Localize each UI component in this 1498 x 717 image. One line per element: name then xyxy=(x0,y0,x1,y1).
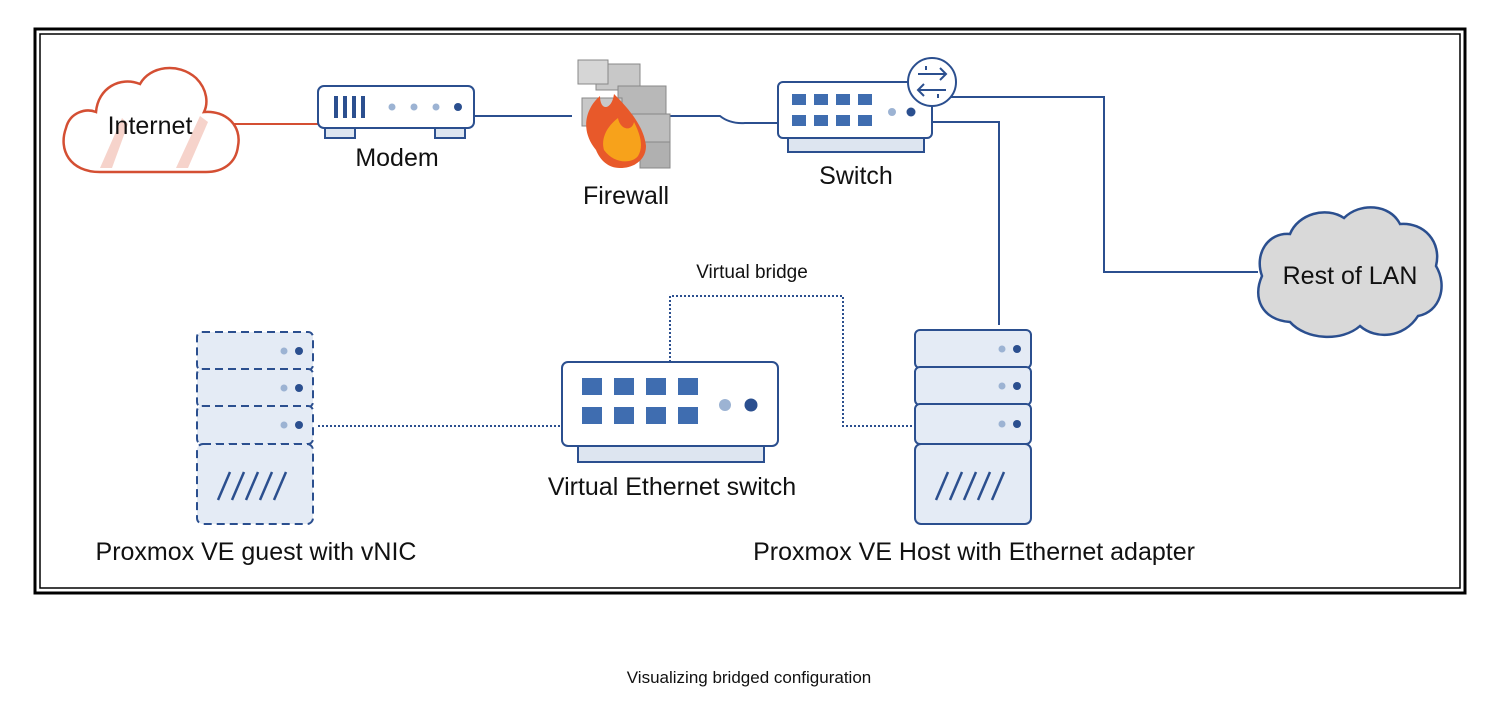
host-label: Proxmox VE Host with Ethernet adapter xyxy=(753,538,1195,566)
switch-port-icon xyxy=(814,115,828,126)
network-diagram: Internet Modem Firewall xyxy=(33,27,1467,595)
host-led-icon xyxy=(1013,420,1021,428)
host-led-icon xyxy=(998,345,1006,353)
switch-port-icon xyxy=(792,115,806,126)
edge-switch-lan xyxy=(932,96,1258,273)
virtual-switch-port-icon xyxy=(646,407,666,424)
virtual-bridge-label: Virtual bridge xyxy=(696,262,808,283)
guest-server xyxy=(196,331,314,525)
virtual-switch-ports xyxy=(582,378,698,424)
firewall-flame-icon xyxy=(603,118,641,162)
connections xyxy=(226,96,1258,427)
guest-led-icon xyxy=(295,347,303,355)
modem-led-icon xyxy=(410,103,418,111)
switch-port-icon xyxy=(814,94,828,105)
guest-led-icon xyxy=(295,384,303,392)
switch-led-icon xyxy=(906,107,916,117)
modem-led-icon xyxy=(388,103,396,111)
virtual-switch-device: Virtual Ethernet switch xyxy=(548,361,796,501)
modem-bar-icon xyxy=(352,96,356,118)
host-server xyxy=(914,329,1032,525)
modem-device: Modem xyxy=(317,85,475,172)
guest-led-icon xyxy=(280,347,288,355)
virtual-switch-port-icon xyxy=(582,407,602,424)
switch-led-icon xyxy=(888,108,896,116)
guest-server-chassis xyxy=(196,443,314,525)
virtual-switch-label: Virtual Ethernet switch xyxy=(548,473,796,501)
host-led-icon xyxy=(998,420,1006,428)
switch-port-icon xyxy=(858,115,872,126)
host-led-icon xyxy=(1013,382,1021,390)
switch-port-icon xyxy=(858,94,872,105)
virtual-switch-led-icon xyxy=(719,399,731,411)
guest-led-icon xyxy=(280,384,288,392)
rest-of-lan-label: Rest of LAN xyxy=(1283,262,1418,290)
modem-bar-icon xyxy=(361,96,365,118)
virtual-switch-port-icon xyxy=(646,378,666,395)
virtual-switch-port-icon xyxy=(614,407,634,424)
switch-port-icon xyxy=(792,94,806,105)
modem-bar-icon xyxy=(334,96,338,118)
internet-label: Internet xyxy=(108,112,193,140)
guest-led-icon xyxy=(295,421,303,429)
host-led-icon xyxy=(998,382,1006,390)
switch-ports xyxy=(792,94,872,126)
firewall-label: Firewall xyxy=(583,182,669,210)
modem-led-icon xyxy=(454,103,462,111)
figure-caption: Visualizing bridged configuration xyxy=(626,668,872,687)
host-vent-icon xyxy=(934,471,1006,501)
switch-port-icon xyxy=(836,115,850,126)
frame-outer xyxy=(33,27,1467,595)
virtual-switch-port-icon xyxy=(582,378,602,395)
firewall-device: Firewall xyxy=(577,59,671,210)
edge-switch-host xyxy=(932,121,1000,325)
virtual-switch-led-icon xyxy=(744,398,758,412)
virtual-switch-port-icon xyxy=(678,378,698,395)
modem-bar-icon xyxy=(343,96,347,118)
internet-cloud: Internet xyxy=(62,66,240,174)
host-server-details: Proxmox VE Host with Ethernet adapter xyxy=(753,345,1195,566)
guest-vent-icon xyxy=(216,471,288,501)
guest-server-details: Proxmox VE guest with vNIC xyxy=(96,347,417,566)
firewall-brick xyxy=(577,59,609,85)
switch-port-icon xyxy=(836,94,850,105)
host-led-icon xyxy=(1013,345,1021,353)
rest-of-lan-cloud: Rest of LAN xyxy=(1257,206,1443,338)
host-server-chassis xyxy=(914,443,1032,525)
rest-of-lan-cloud-shape xyxy=(1257,206,1443,338)
switch-label: Switch xyxy=(819,162,893,190)
switch-arrows-icon-glyph xyxy=(916,66,948,98)
internet-cloud-shine xyxy=(100,118,128,168)
edge-vswitch-host xyxy=(669,295,914,427)
internet-cloud-shine xyxy=(176,116,208,168)
modem-body xyxy=(317,85,475,129)
virtual-switch-port-icon xyxy=(678,407,698,424)
guest-led-icon xyxy=(280,421,288,429)
switch-arrows-icon xyxy=(907,57,957,107)
edge-firewall-switch xyxy=(670,115,778,125)
frame-inner xyxy=(39,33,1461,589)
guest-label: Proxmox VE guest with vNIC xyxy=(96,538,417,566)
switch-device: Switch xyxy=(777,57,957,190)
modem-label: Modem xyxy=(355,144,438,172)
virtual-switch-port-icon xyxy=(614,378,634,395)
modem-led-icon xyxy=(432,103,440,111)
